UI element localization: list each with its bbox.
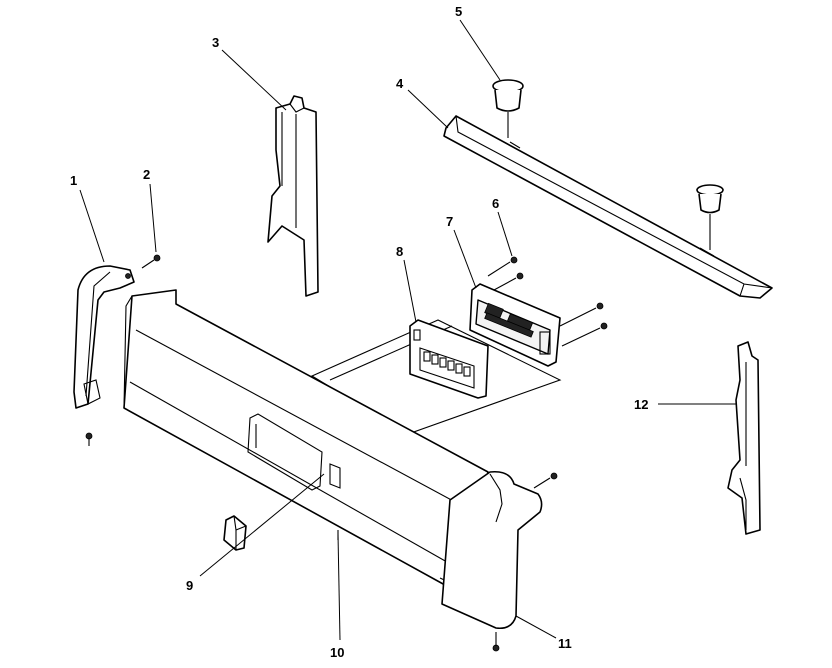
part-11-right-end-cap bbox=[441, 470, 558, 652]
callout-12: 12 bbox=[634, 397, 648, 412]
callout-labels: 1 2 3 4 5 6 7 8 9 10 11 12 bbox=[70, 4, 648, 660]
callout-4: 4 bbox=[396, 76, 404, 91]
callout-6: 6 bbox=[492, 196, 499, 211]
part-3-side-bracket bbox=[267, 95, 319, 297]
part-5-cap-bottom bbox=[696, 184, 724, 250]
leader-lines bbox=[79, 19, 736, 641]
part-6-screws bbox=[487, 256, 608, 347]
part-4-rear-trim-channel bbox=[443, 115, 773, 299]
callout-10: 10 bbox=[330, 645, 344, 660]
screw-bottom-left bbox=[85, 432, 93, 446]
callout-3: 3 bbox=[212, 35, 219, 50]
callout-9: 9 bbox=[186, 578, 193, 593]
callout-1: 1 bbox=[70, 173, 77, 188]
callout-8: 8 bbox=[396, 244, 403, 259]
callout-11: 11 bbox=[558, 636, 572, 651]
part-8-overlay-panel bbox=[409, 319, 489, 399]
overlay-buttons bbox=[423, 351, 471, 377]
part-12-side-bracket bbox=[727, 341, 761, 535]
callout-7: 7 bbox=[446, 214, 453, 229]
callout-2: 2 bbox=[143, 167, 150, 182]
part-7-control-board bbox=[469, 283, 561, 367]
part-1-left-end-cap bbox=[73, 265, 135, 409]
part-9-switch bbox=[223, 515, 247, 551]
part-2-screw bbox=[141, 254, 161, 269]
callout-5: 5 bbox=[455, 4, 462, 19]
part-5-cap-top bbox=[492, 79, 524, 138]
